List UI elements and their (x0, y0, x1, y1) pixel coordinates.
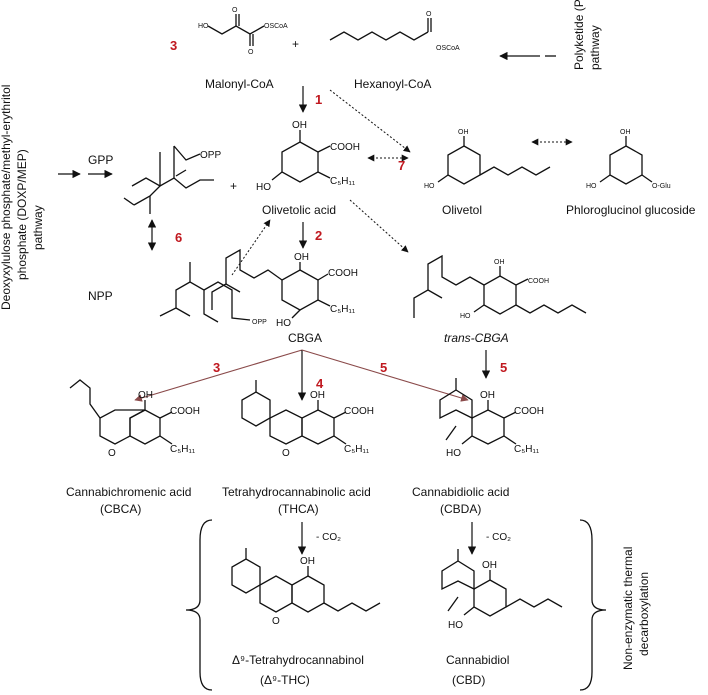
olivetol-label: Olivetol (442, 203, 482, 217)
thca-structure: OH COOH C₅H₁₁ O (241, 380, 374, 459)
step-7: 7 (398, 158, 405, 173)
plus-sign: + (292, 37, 299, 51)
step-2: 2 (315, 228, 322, 243)
step-1: 1 (315, 92, 322, 107)
svg-text:OH: OH (494, 259, 505, 266)
svg-text:OSCoA: OSCoA (264, 23, 288, 30)
svg-text:C₅H₁₁: C₅H₁₁ (330, 176, 356, 187)
npp-label: NPP (88, 289, 113, 303)
svg-text:OH: OH (292, 120, 307, 131)
svg-text:HO: HO (448, 620, 463, 631)
svg-text:O: O (108, 448, 116, 459)
svg-text:COOH: COOH (344, 406, 374, 417)
olivetol-structure: OH HO (424, 129, 551, 190)
svg-text:O-Glu: O-Glu (652, 183, 671, 190)
left-bracket (185, 519, 213, 691)
cbda-label: Cannabidiolic acid (412, 485, 509, 499)
svg-text:O: O (426, 11, 432, 18)
svg-text:HO: HO (256, 182, 271, 193)
svg-text:OH: OH (310, 390, 325, 401)
malonyl-coa-structure: HO OSCoA O O (198, 7, 288, 56)
svg-text:C₅H₁₁: C₅H₁₁ (514, 444, 540, 455)
thca-label: Tetrahydrocannabinolic acid (222, 485, 371, 499)
svg-text:OH: OH (620, 129, 631, 136)
right-bracket (579, 519, 607, 691)
trans-cbga-label: trans-CBGA (444, 331, 509, 345)
thc-label: Δ⁹-Tetrahydrocannabinol (232, 653, 364, 667)
hexanoyl-coa-structure: O OSCoA (329, 11, 460, 52)
svg-text:COOH: COOH (330, 142, 360, 153)
cbda-abbr: (CBDA) (440, 502, 481, 516)
step-6: 6 (175, 230, 182, 245)
svg-text:COOH: COOH (528, 278, 549, 285)
cbd-abbr: (CBD) (452, 673, 485, 687)
decarboxylation-label: Non-enzymatic thermal decarboxylation (621, 543, 651, 670)
svg-text:OH: OH (482, 560, 497, 571)
thc-abbr: (Δ⁹-THC) (260, 673, 310, 687)
svg-text:OPP: OPP (252, 319, 267, 326)
minus-co2-cbd: - CO₂ (486, 532, 511, 543)
cbda-structure: OH COOH C₅H₁₁ HO (439, 378, 544, 459)
svg-text:C₅H₁₁: C₅H₁₁ (170, 444, 196, 455)
svg-text:COOH: COOH (170, 406, 200, 417)
trans-cbga-structure: OH COOH HO (413, 254, 587, 320)
cbca-abbr: (CBCA) (100, 502, 141, 516)
svg-text:COOH: COOH (514, 406, 544, 417)
cbd-structure: OH HO (441, 549, 563, 631)
malonyl-coa-label: Malonyl-CoA (205, 77, 274, 91)
svg-text:OH: OH (300, 556, 315, 567)
dox-pathway-label: Deoxyxylulose phosphate/methyl-erythrito… (0, 81, 45, 310)
svg-text:OH: OH (480, 390, 495, 401)
svg-text:HO: HO (446, 448, 461, 459)
cbga-structure: OH COOH HO C₅H₁₁ (211, 248, 358, 329)
svg-text:C₅H₁₁: C₅H₁₁ (330, 304, 356, 315)
svg-text:OPP: OPP (200, 150, 221, 161)
step-3-top: 3 (170, 38, 177, 53)
svg-text:OH: OH (458, 129, 469, 136)
svg-text:HO: HO (586, 183, 597, 190)
step-5-right: 5 (500, 360, 507, 375)
cbga-label: CBGA (288, 331, 322, 345)
step-4: 4 (316, 376, 324, 391)
svg-text:HO: HO (424, 183, 435, 190)
gpp-label: GPP (88, 153, 113, 167)
svg-text:OH: OH (294, 252, 309, 263)
svg-text:OH: OH (138, 390, 153, 401)
olivetolic-acid-label: Olivetolic acid (262, 203, 336, 217)
cbca-structure: OH COOH C₅H₁₁ O (69, 379, 200, 459)
svg-text:HO: HO (460, 313, 471, 320)
svg-text:HO: HO (198, 23, 209, 30)
olivetolic-acid-structure: OH COOH HO C₅H₁₁ (256, 120, 360, 193)
phloroglucinol-label: Phloroglucinol glucoside (566, 203, 696, 217)
svg-text:COOH: COOH (328, 268, 358, 279)
svg-text:HO: HO (276, 318, 291, 329)
svg-text:O: O (272, 616, 280, 627)
svg-text:O: O (232, 7, 238, 14)
cbd-label: Cannabidiol (446, 653, 509, 667)
gpp-structure: OPP (123, 145, 221, 214)
thc-structure: OH O (231, 548, 381, 627)
svg-text:C₅H₁₁: C₅H₁₁ (344, 444, 370, 455)
svg-text:O: O (248, 49, 254, 56)
cbca-label: Cannabichromenic acid (66, 485, 191, 499)
svg-text:O: O (282, 448, 290, 459)
svg-text:OSCoA: OSCoA (436, 45, 460, 52)
hexanoyl-coa-label: Hexanoyl-CoA (354, 77, 431, 91)
pks-pathway-label: Polyketide (PKS) pathway (572, 0, 602, 70)
step-5-left: 5 (380, 360, 387, 375)
plus-sign-2: + (230, 179, 237, 193)
npp-structure: OPP (159, 262, 267, 326)
step-3: 3 (213, 360, 220, 375)
phloroglucinol-glucoside-structure: OH HO O-Glu (586, 129, 671, 190)
minus-co2-thc: - CO₂ (316, 532, 341, 543)
thca-abbr: (THCA) (278, 502, 319, 516)
